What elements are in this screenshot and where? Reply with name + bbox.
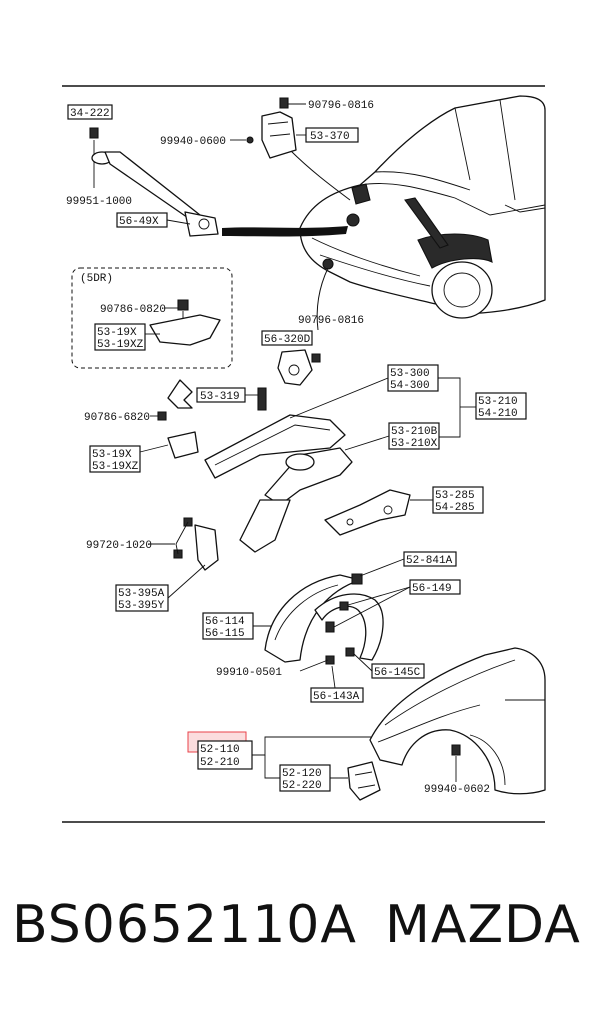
label-56-145c: 56-145C <box>374 667 421 679</box>
footer: BS0652110A MAZDA <box>0 895 600 985</box>
label-90786-6820: 90786-6820 <box>84 412 150 424</box>
label-53-19x-b: 53-19X <box>92 449 132 461</box>
label-53-210x: 53-210X <box>391 438 438 450</box>
reinforcement-53-395-group: 99720-1020 53-395A 53-395Y <box>86 517 219 612</box>
label-5dr: (5DR) <box>80 273 113 285</box>
label-90786-0820: 90786-0820 <box>100 304 166 316</box>
brand-name: MAZDA <box>385 895 581 955</box>
mudguard-group: 52-841A 56-149 56-114 56-115 99910-0501 … <box>202 551 461 703</box>
sweep-strut-bar <box>222 226 348 237</box>
label-53-210: 53-210 <box>478 396 518 408</box>
label-53-19xz-a: 53-19XZ <box>97 339 144 351</box>
label-54-300: 54-300 <box>390 380 430 392</box>
label-53-285: 53-285 <box>435 490 475 502</box>
label-56-143a: 56-143A <box>313 691 360 703</box>
label-53-319: 53-319 <box>200 391 240 403</box>
label-99940-0602: 99940-0602 <box>424 784 490 796</box>
vehicle-illustration <box>299 95 546 319</box>
bracket-56-320d-group: 90796-0816 56-320D <box>261 315 364 386</box>
label-99951-1000: 99951-1000 <box>66 196 132 208</box>
label-53-395a: 53-395A <box>118 588 165 600</box>
label-56-114: 56-114 <box>205 616 245 628</box>
label-56-115: 56-115 <box>205 628 245 640</box>
label-52-210: 52-210 <box>200 757 240 769</box>
label-53-370: 53-370 <box>310 131 350 143</box>
fender-group: 52-110 52-210 52-120 52-220 99940-0602 <box>187 647 546 801</box>
label-34-222: 34-222 <box>70 108 110 120</box>
label-53-395y: 53-395Y <box>118 600 165 612</box>
label-99720-1020: 99720-1020 <box>86 540 152 552</box>
brace-53-285-group: 53-285 54-285 <box>324 486 484 536</box>
label-53-19xz-b: 53-19XZ <box>92 461 139 473</box>
part-number: BS0652110A <box>12 895 357 955</box>
label-52-220: 52-220 <box>282 780 322 792</box>
label-53-300: 53-300 <box>390 368 430 380</box>
label-56-149: 56-149 <box>412 583 452 595</box>
hood-hinge-group: 90796-0816 99940-0600 53-370 <box>160 97 374 159</box>
label-56-49x: 56-49X <box>119 216 159 228</box>
label-54-210: 54-210 <box>478 408 518 420</box>
sweep-bracket <box>316 267 329 331</box>
label-52-120: 52-120 <box>282 768 322 780</box>
label-52-841a: 52-841A <box>406 555 453 567</box>
label-90796-0816-mid: 90796-0816 <box>298 315 364 327</box>
5dr-bracket-group: (5DR) 90786-0820 53-19X 53-19XZ <box>71 267 233 369</box>
label-99910-0501: 99910-0501 <box>216 667 282 679</box>
label-56-320d: 56-320D <box>264 334 311 346</box>
sweep-hood-stay <box>289 149 351 201</box>
strut-bar-group: 34-222 99951-1000 56-49X <box>66 104 219 237</box>
label-52-110: 52-110 <box>200 744 240 756</box>
apron-group: 53-319 90786-6820 53-19X 53-19XZ 53-300 … <box>84 364 527 553</box>
label-53-210b: 53-210B <box>391 426 438 438</box>
label-54-285: 54-285 <box>435 502 475 514</box>
label-53-19x-a: 53-19X <box>97 327 137 339</box>
label-99940-0600: 99940-0600 <box>160 136 226 148</box>
label-90796-0816-top: 90796-0816 <box>308 100 374 112</box>
